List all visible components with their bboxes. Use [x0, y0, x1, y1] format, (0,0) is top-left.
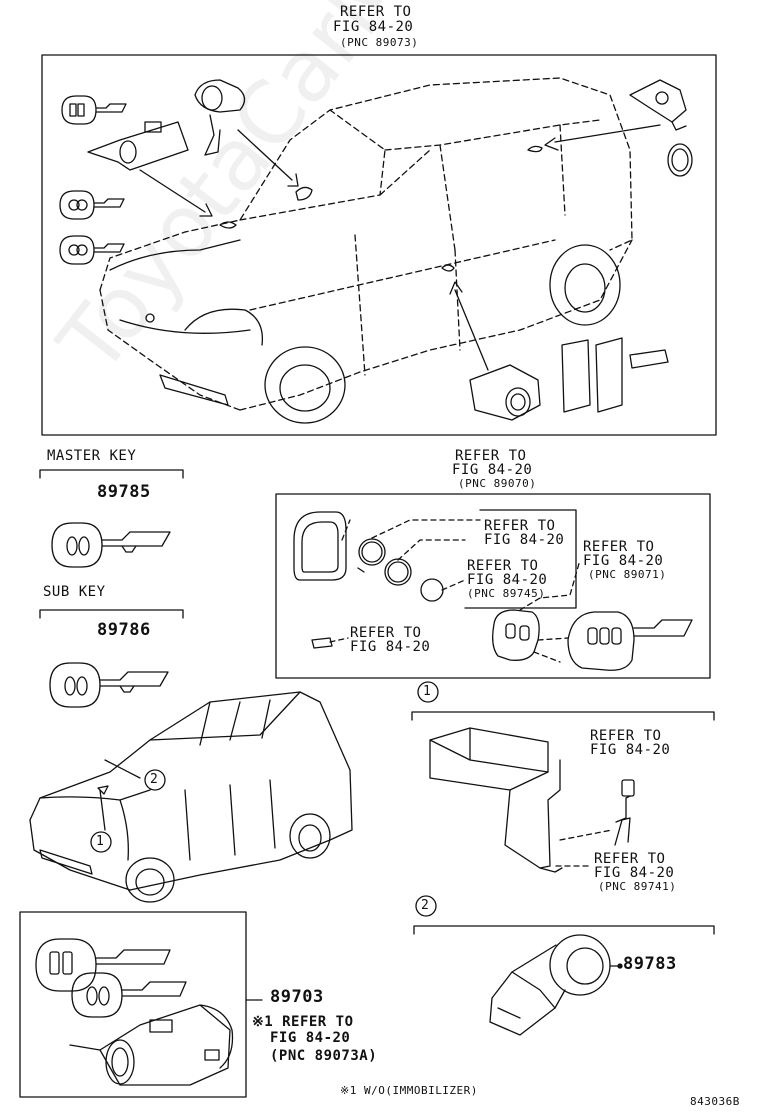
top-vehicle-illustration: [99, 77, 633, 411]
sub-key-part-no: 89786: [97, 620, 151, 640]
remote-leader-lines: [329, 519, 581, 663]
remote-ref-main-1: REFER TO: [455, 448, 527, 464]
remote-ref-b-1: REFER TO: [467, 558, 539, 574]
top-ref-pnc: (PNC 89073): [340, 36, 419, 49]
cylinder-set-frame: [19, 911, 247, 1098]
sub-key-illustration: [39, 609, 184, 708]
remote-ref-a-1: REFER TO: [484, 518, 556, 534]
section1-number: 1: [423, 684, 432, 699]
top-ref-line2: FIG 84-20: [333, 19, 414, 35]
master-key-part-no: 89785: [97, 482, 151, 502]
diagram-code: 843036B: [690, 1095, 740, 1108]
section1-ref-b-2: FIG 84-20: [594, 865, 675, 881]
callout-circles: [90, 681, 439, 917]
remote-ref-main-2: FIG 84-20: [452, 462, 533, 478]
section1-ref-a-2: FIG 84-20: [590, 742, 671, 758]
remote-ref-b-pnc: (PNC 89745): [467, 587, 546, 600]
cylinder-set-keys: [35, 938, 234, 1086]
footnote: ※1 W/O(IMMOBILIZER): [340, 1084, 478, 1097]
top-frame: [41, 54, 717, 436]
small-vehicle-callout-lines: [97, 759, 141, 831]
remote-ref-d-2: FIG 84-20: [350, 639, 431, 655]
cylinder-set-ref-1: ※1 REFER TO: [252, 1014, 354, 1030]
master-key-label: MASTER KEY: [47, 448, 137, 464]
section2-number: 2: [421, 898, 430, 913]
top-cylinder-arrows: [139, 79, 299, 217]
remote-parts: [293, 511, 693, 671]
section2-coil: [413, 925, 715, 1036]
top-vehicle-solid: [109, 145, 621, 424]
remote-ref-a-2: FIG 84-20: [484, 532, 565, 548]
remote-ref-b-2: FIG 84-20: [467, 572, 548, 588]
top-right-parts: [449, 79, 693, 421]
master-key-illustration: [39, 469, 184, 568]
remote-ref-c-1: REFER TO: [583, 539, 655, 555]
remote-frame: [275, 493, 711, 679]
remote-ref-c-2: FIG 84-20: [583, 553, 664, 569]
top-ref-line1: REFER TO: [340, 4, 412, 20]
cylinder-set-ref-pnc: (PNC 89073A): [270, 1048, 378, 1064]
remote-ref-main-pnc: (PNC 89070): [458, 477, 537, 490]
remote-ref-boxes: [464, 509, 577, 609]
small-vehicle-illustration: [29, 691, 353, 903]
section1-ref-b-pnc: (PNC 89741): [598, 880, 677, 893]
section1-ref-a-1: REFER TO: [590, 728, 662, 744]
top-key-group: [59, 95, 189, 265]
remote-ref-d-1: REFER TO: [350, 625, 422, 641]
section1-leader-lines: [555, 829, 613, 867]
section1-ref-b-1: REFER TO: [594, 851, 666, 867]
callout-1-small-car: 1: [96, 834, 105, 849]
callout-2-small-car: 2: [150, 772, 159, 787]
cylinder-set-part-no: 89703: [270, 987, 324, 1007]
cylinder-set-ref-2: FIG 84-20: [270, 1030, 351, 1046]
remote-ref-c-pnc: (PNC 89071): [588, 568, 667, 581]
sub-key-label: SUB KEY: [43, 584, 106, 600]
section2-part-no: 89783: [623, 954, 677, 974]
section1-ecu: [411, 711, 715, 873]
